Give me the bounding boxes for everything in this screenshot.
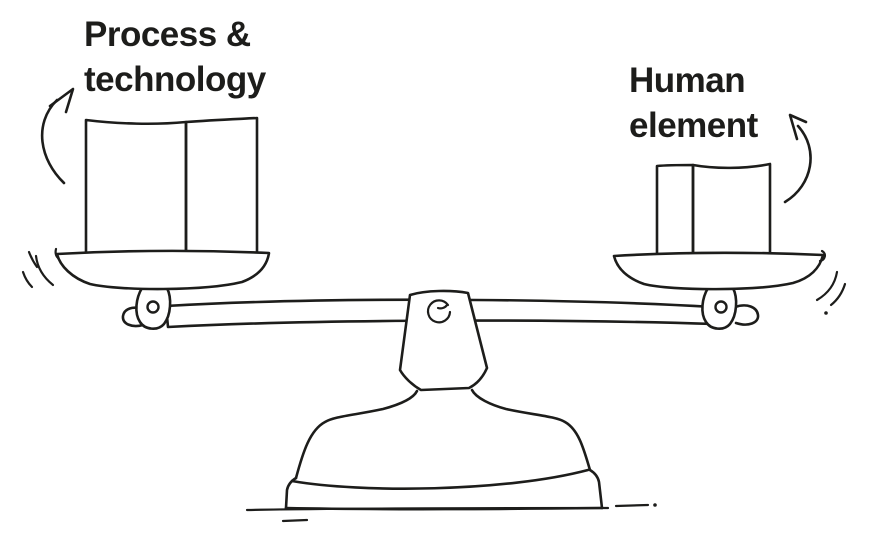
pivot-post bbox=[398, 289, 489, 392]
ground-dot bbox=[653, 503, 657, 507]
right-arrow-head bbox=[788, 113, 808, 141]
process-technology-label-line2: technology bbox=[84, 60, 266, 99]
pivot-post-body bbox=[398, 289, 489, 392]
right-arrow-curve bbox=[783, 124, 812, 204]
human-weight-block-1 bbox=[655, 163, 695, 258]
pivot-hole-curl bbox=[436, 303, 449, 310]
motion-stroke bbox=[21, 270, 34, 289]
base-right-foot bbox=[588, 468, 604, 510]
beam-right-end-loop bbox=[733, 304, 760, 326]
human-element-weight bbox=[655, 162, 772, 258]
human-element-label-line2: element bbox=[629, 106, 758, 145]
right-hanger-hole bbox=[714, 300, 728, 314]
process-technology-label-line1: Process & bbox=[84, 15, 251, 54]
pedestal-base bbox=[284, 388, 604, 511]
ground-dash-left bbox=[281, 518, 309, 523]
ground-dash-right bbox=[614, 503, 650, 508]
human-weight-block-2 bbox=[691, 162, 772, 258]
left-hanger bbox=[135, 286, 172, 330]
left-arrow-head bbox=[48, 87, 75, 114]
ground bbox=[245, 503, 657, 523]
process-weight-block-1 bbox=[84, 118, 188, 256]
process-technology-weight bbox=[84, 116, 259, 256]
curved-up-arrow-right bbox=[783, 113, 812, 204]
pivot-hole bbox=[426, 299, 452, 324]
left-arrow-curve bbox=[40, 98, 66, 185]
motion-stroke bbox=[815, 270, 839, 302]
base-lip-line bbox=[290, 468, 590, 490]
base-bottom-edge bbox=[284, 506, 604, 511]
base-right-shoulder bbox=[470, 388, 592, 472]
motion-lines-left bbox=[21, 250, 55, 289]
motion-stroke bbox=[27, 250, 39, 269]
curved-up-arrow-left bbox=[40, 87, 75, 185]
right-pan bbox=[612, 251, 825, 291]
motion-stroke bbox=[34, 254, 55, 287]
base-left-shoulder bbox=[294, 389, 419, 480]
motion-lines-right bbox=[815, 270, 847, 315]
left-pan-rim-flick bbox=[54, 247, 60, 260]
motion-stroke bbox=[829, 282, 847, 307]
right-hanger bbox=[701, 286, 738, 330]
left-pan bbox=[55, 249, 271, 291]
base-left-foot bbox=[284, 476, 298, 510]
left-hanger-hole bbox=[146, 300, 160, 314]
process-weight-block-2 bbox=[184, 116, 259, 256]
human-element-label: Human element bbox=[629, 58, 758, 148]
motion-dot bbox=[824, 311, 828, 315]
process-technology-label: Process & technology bbox=[84, 12, 266, 102]
right-pan-rim-flick bbox=[818, 249, 826, 263]
human-element-label-line1: Human bbox=[629, 61, 746, 100]
